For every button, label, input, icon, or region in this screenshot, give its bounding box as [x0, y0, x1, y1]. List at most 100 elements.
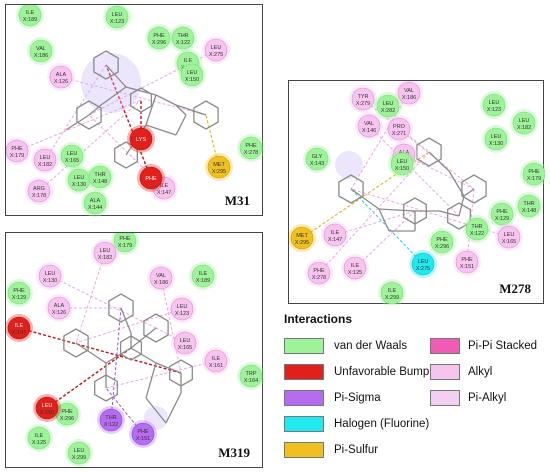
ligand-ring [416, 137, 442, 167]
svg-text:MET: MET [296, 233, 308, 239]
interaction-line-bump [46, 347, 132, 409]
legend-swatch-pialkyl [430, 390, 460, 406]
svg-text:X:295: X:295 [295, 240, 309, 246]
svg-text:X:150: X:150 [395, 166, 409, 172]
svg-text:X:182: X:182 [517, 125, 531, 131]
svg-text:PHE: PHE [436, 237, 448, 243]
interaction-line-alkyl [398, 128, 475, 190]
ligand-bond [145, 124, 177, 136]
svg-text:X:165: X:165 [178, 345, 192, 351]
ligand-bond [75, 342, 107, 364]
svg-text:X:178: X:178 [32, 193, 46, 199]
legend-swatch-bump [284, 364, 324, 380]
interaction-line-sigma [110, 307, 122, 421]
svg-text:X:179: X:179 [527, 176, 541, 182]
svg-text:VAL: VAL [404, 88, 414, 94]
ligand-bond [145, 397, 167, 424]
ligand-bond [100, 86, 127, 106]
svg-text:X:182: X:182 [98, 255, 112, 261]
legend-swatch-alkyl [430, 364, 460, 380]
interaction-line-bump [18, 327, 182, 374]
svg-text:LEU: LEU [418, 259, 429, 265]
svg-text:ALA: ALA [54, 303, 65, 309]
legend-item-halogen: Halogen (Fluorine) [284, 416, 429, 432]
legend-label-bump: Unfavorable Bump [334, 366, 430, 378]
legend-label-alkyl: Alkyl [468, 366, 493, 378]
svg-text:X:130: X:130 [489, 141, 503, 147]
svg-text:X:130: X:130 [72, 182, 86, 188]
svg-text:TYR: TYR [358, 94, 369, 100]
interaction-line-alkyl [160, 277, 182, 374]
legend-label-pistack: Pi-Pi Stacked [468, 340, 538, 352]
svg-text:ILE: ILE [212, 356, 221, 362]
svg-text:LEU: LEU [519, 118, 530, 124]
svg-text:LEU: LEU [489, 100, 500, 106]
svg-text:PHE: PHE [137, 429, 149, 435]
interaction-line-alkyl [75, 308, 183, 344]
legend-item-sulfur: Pi-Sulfur [284, 442, 378, 458]
interaction-line-alkyl [368, 125, 460, 217]
legend-swatch-halogen [284, 416, 324, 432]
svg-text:X:186: X:186 [154, 280, 168, 286]
svg-text:X:271: X:271 [392, 131, 406, 137]
svg-text:ILE: ILE [331, 230, 340, 236]
svg-text:LEU: LEU [177, 304, 188, 310]
svg-text:ILE: ILE [160, 183, 169, 189]
ligand-ring [108, 293, 134, 323]
legend-swatch-sigma [284, 390, 324, 406]
ligand-bond [175, 104, 207, 116]
svg-text:PHE: PHE [11, 146, 23, 152]
ligand-bond [155, 94, 177, 106]
ligand-bond [378, 208, 390, 232]
svg-text:X:299: X:299 [72, 455, 86, 461]
svg-text:X:275: X:275 [209, 52, 223, 58]
ligand-ring [129, 87, 153, 113]
svg-text:X:126: X:126 [54, 79, 68, 85]
svg-text:X:189: X:189 [23, 17, 37, 23]
interaction-line-alkyl [105, 360, 217, 389]
interaction-line-alkyl [16, 99, 142, 152]
ligand-bond [165, 392, 182, 424]
residue-phe: PHE [137, 164, 165, 192]
svg-text:X:186: X:186 [34, 53, 48, 59]
legend-title: Interactions [284, 312, 353, 326]
legend-swatch-pistack [430, 338, 460, 354]
svg-text:THR: THR [94, 172, 105, 178]
svg-text:MET: MET [213, 162, 225, 168]
ligand-bond [130, 327, 157, 349]
svg-text:X:186: X:186 [402, 95, 416, 101]
svg-text:X:179: X:179 [10, 153, 24, 159]
svg-text:THR: THR [105, 415, 116, 421]
ligand-ring [338, 174, 364, 204]
interaction-line-alkyl [75, 252, 106, 344]
svg-text:X:299: X:299 [385, 295, 399, 301]
